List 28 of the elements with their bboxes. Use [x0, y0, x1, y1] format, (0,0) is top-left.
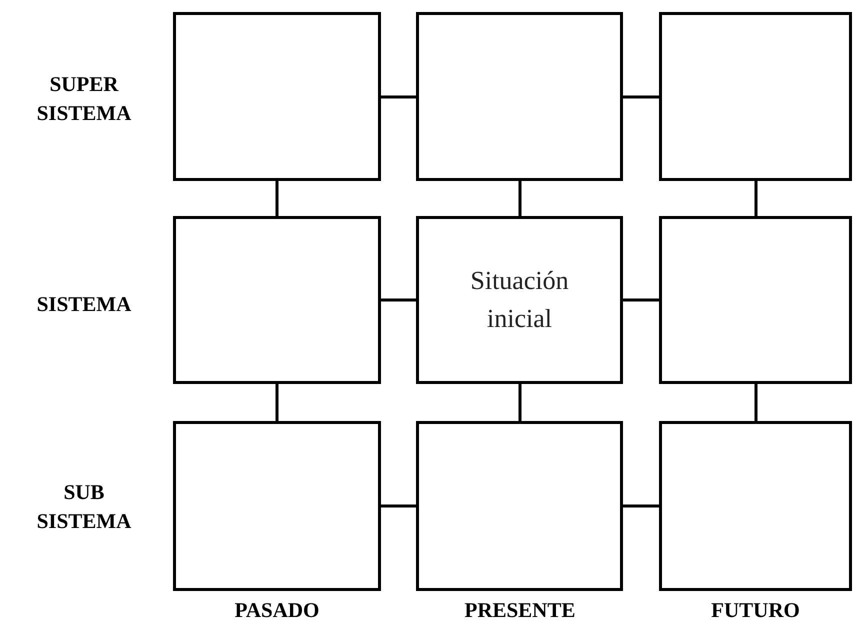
grid-box [416, 216, 623, 384]
connector-line [276, 384, 278, 421]
connector-line [623, 504, 659, 508]
connector-line [623, 298, 659, 302]
row-label: SUB SISTEMA [36, 479, 132, 536]
connector-line [518, 384, 522, 421]
connector-line [754, 181, 758, 216]
grid-box [173, 216, 381, 384]
column-label: PRESENTE [464, 597, 574, 624]
box-text: Situación inicial [469, 265, 570, 335]
connector-line [518, 181, 522, 216]
connector-line [381, 96, 416, 98]
column-label: PASADO [234, 597, 320, 624]
grid-box [416, 12, 623, 181]
grid-box [659, 421, 852, 591]
connector-line [381, 504, 416, 508]
connector-line [623, 96, 659, 98]
row-label: SISTEMA [36, 291, 132, 318]
grid-box [659, 216, 852, 384]
grid-box [659, 12, 852, 181]
connector-line [754, 384, 758, 421]
row-label: SUPER SISTEMA [36, 71, 132, 128]
grid-box [173, 421, 381, 591]
grid-box [416, 421, 623, 591]
connector-line [276, 181, 278, 216]
grid-box [173, 12, 381, 181]
connector-line [381, 298, 416, 302]
column-label: FUTURO [710, 597, 801, 624]
